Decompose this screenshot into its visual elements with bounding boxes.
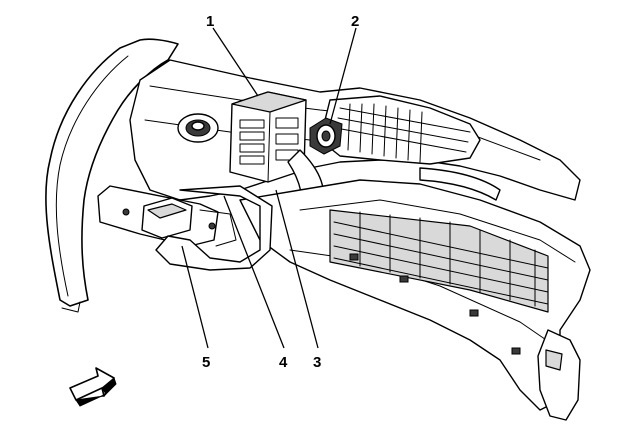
callout-3: 3 [313,354,321,371]
leader-4 [223,195,285,349]
view-direction-arrow-icon [69,367,117,407]
callout-1: 1 [206,13,214,30]
callout-2: 2 [351,13,359,30]
leader-2 [329,27,357,125]
leader-1 [212,27,259,97]
grille-slats [329,209,549,313]
air-cleaner-housing [319,95,481,165]
right-fascia-corner [537,329,581,421]
leader-3 [275,189,319,349]
left-fender-outline [45,38,179,313]
reservoir-cap [177,113,219,143]
fascia-mounting-tabs [349,253,521,355]
callout-leaders [181,27,357,349]
callout-5: 5 [202,354,210,371]
leader-5 [181,245,209,349]
callout-4: 4 [279,354,288,371]
intake-air-sensor [309,117,343,155]
lower-support-frame [155,185,273,271]
electronic-module-bracket [97,185,219,247]
